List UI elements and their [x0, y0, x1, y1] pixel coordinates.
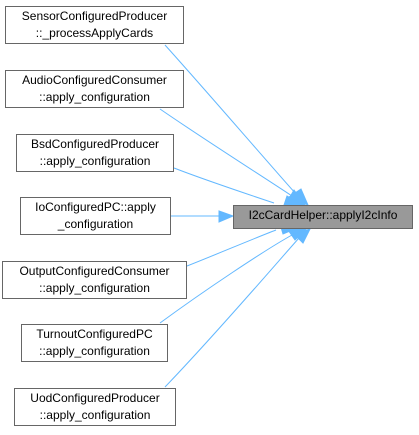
caller-node-line1: UodConfiguredProducer	[30, 391, 160, 405]
caller-node-uod-configured-producer[interactable]: UodConfiguredProducer ::apply_configurat…	[14, 388, 176, 426]
target-node-label: I2cCardHelper::applyI2cInfo	[248, 208, 398, 222]
caller-node-line2: ::apply_configuration	[39, 408, 151, 422]
caller-node-line1: IoConfiguredPC::apply	[35, 200, 156, 214]
caller-node-bsd-configured-producer[interactable]: BsdConfiguredProducer ::apply_configurat…	[16, 134, 174, 172]
caller-node-line2: ::apply_configuration	[39, 154, 151, 168]
caller-node-line2: _configuration	[57, 217, 134, 231]
caller-node-line2: ::apply_configuration	[39, 344, 150, 358]
caller-node-line2: ::_processApplyCards	[35, 26, 154, 40]
edge-audio-configured-consumer	[159, 108, 293, 197]
caller-node-line2: ::apply_configuration	[39, 281, 150, 295]
caller-node-audio-configured-consumer[interactable]: AudioConfiguredConsumer ::apply_configur…	[5, 70, 184, 108]
caller-node-line1: OutputConfiguredConsumer	[19, 264, 170, 278]
edge-sensor-configured-producer	[164, 44, 297, 195]
arrowhead-uod	[293, 228, 311, 244]
edge-uod-configured-producer	[164, 237, 300, 388]
caller-node-line2: ::apply_configuration	[39, 90, 150, 104]
caller-node-sensor-configured-producer[interactable]: SensorConfiguredProducer ::_processApply…	[5, 6, 184, 44]
edge-output-configured-consumer	[186, 229, 277, 267]
edge-turnout-configured-pc	[159, 234, 293, 324]
target-node-apply-i2c-info: I2cCardHelper::applyI2cInfo	[233, 205, 413, 229]
arrowhead-io	[218, 210, 235, 223]
edge-bsd-configured-producer	[173, 167, 275, 204]
caller-node-line1: TurnoutConfiguredPC	[36, 327, 153, 341]
caller-node-io-configured-pc[interactable]: IoConfiguredPC::apply _configuration	[20, 197, 171, 235]
caller-node-output-configured-consumer[interactable]: OutputConfiguredConsumer ::apply_configu…	[2, 261, 187, 299]
caller-node-line1: AudioConfiguredConsumer	[22, 73, 167, 87]
caller-node-turnout-configured-pc[interactable]: TurnoutConfiguredPC ::apply_configuratio…	[21, 324, 168, 362]
caller-node-line1: BsdConfiguredProducer	[30, 137, 160, 151]
caller-node-line1: SensorConfiguredProducer	[21, 9, 168, 23]
